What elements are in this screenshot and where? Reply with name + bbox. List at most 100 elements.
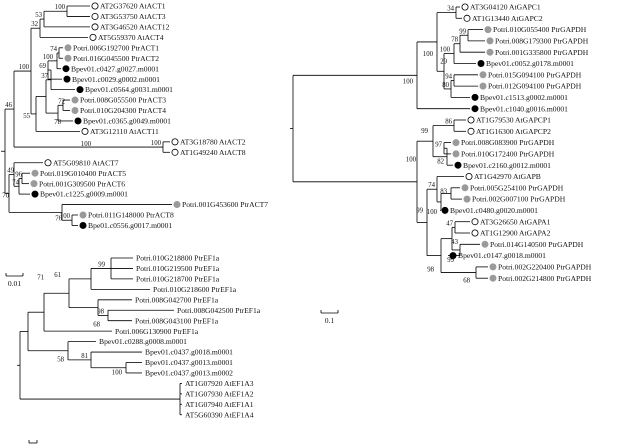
bootstrap-value: 100	[112, 370, 123, 377]
bootstrap-value: 99	[447, 257, 454, 264]
bootstrap-value: 68	[463, 278, 470, 285]
taxon-marker-black	[79, 221, 87, 229]
taxon-label: Potri.010G204300 PtrACT4	[80, 106, 166, 115]
taxon-marker-gray	[484, 26, 492, 34]
taxon-marker-gray	[486, 48, 494, 56]
taxon-marker-gray	[489, 274, 497, 282]
bootstrap-value: 99	[98, 261, 105, 268]
taxon-marker-gray	[479, 82, 487, 90]
taxon-label: Potri.019G010400 PtrACT5	[40, 169, 126, 178]
taxon-label: AT3G12110 AtACT11	[90, 127, 159, 136]
taxon-marker-black	[31, 190, 39, 198]
bootstrap-value: 76	[55, 215, 62, 222]
bootstrap-value: 55	[23, 113, 30, 120]
taxon-marker-open	[461, 3, 469, 11]
taxon-label: Potri.012G094100 PtrGAPDH	[488, 82, 582, 91]
taxon-marker-black	[441, 206, 449, 214]
taxon-marker-open	[463, 14, 471, 22]
taxon-label: AT3G46520 AtACT12	[100, 23, 170, 32]
taxon-marker-gray	[71, 96, 79, 104]
taxon-label: Potri.016G045500 PtrACT2	[73, 54, 159, 63]
taxon-label: Bpev01.c0564.g0031.m0001	[85, 85, 173, 94]
taxon-label: Potri.015G094100 PtrGAPDH	[488, 70, 582, 79]
taxon-marker-black	[449, 252, 457, 260]
bootstrap-value: 100	[423, 51, 434, 58]
bootstrap-value: 100	[151, 140, 162, 147]
taxon-label: Potri.001G309500 PtrACT6	[39, 179, 125, 188]
taxon-label: AT1G07920 AtEF1A3	[185, 379, 254, 388]
taxon-label: Bpev01.c0029.g0002.m0001	[72, 75, 160, 84]
taxon-marker-black	[454, 161, 462, 169]
taxon-label: Potri.010G218800 PtrEF1a	[136, 254, 220, 263]
scale-bar-label: 0.01	[8, 279, 21, 288]
taxon-marker-gray	[479, 71, 487, 79]
taxon-label: Bpev01.c1225.g0009.m0001	[40, 190, 128, 199]
bootstrap-value: 86	[445, 119, 452, 126]
bootstrap-value: 46	[5, 102, 12, 109]
taxon-label: Potri.006G192700 PtrACT1	[73, 43, 159, 52]
taxon-label: AT3G04120 AtGAPC1	[470, 3, 541, 12]
taxon-label: AT1G12900 AtGAPA2	[480, 229, 551, 238]
taxon-label: AT5G59370 AtACT4	[98, 33, 164, 42]
bootstrap-value: 100	[60, 213, 71, 220]
taxon-marker-black	[63, 75, 71, 83]
taxon-label: Potri.008G055500 PtrACT3	[80, 96, 166, 105]
taxon-label: Bpe01.c0556.g0017.m0001	[88, 221, 172, 230]
taxon-marker-open	[91, 23, 99, 31]
taxon-label: Potri.001G453600 PtrACT7	[182, 200, 268, 209]
taxon-label: AT5G60390 AtEF1A4	[185, 410, 254, 419]
taxon-label: AT1G07930 AtEF1A2	[185, 389, 254, 398]
taxon-label: Potri.010G218600 PtrEF1a	[153, 285, 237, 294]
taxon-marker-open	[171, 148, 179, 156]
bootstrap-value: 53	[35, 12, 42, 19]
scale-bar-label: 0.1	[325, 316, 335, 325]
bootstrap-value: 74	[50, 46, 57, 53]
bootstrap-value: 100	[43, 54, 54, 61]
taxon-label: Bpev01.c2160.g0012.m0001	[463, 161, 551, 170]
taxon-label: Potri.008G042500 PtrEF1a	[177, 306, 261, 315]
taxon-marker-black	[471, 105, 479, 113]
bootstrap-value: 70	[2, 192, 9, 199]
taxon-label: AT1G16300 AtGAPCP2	[476, 127, 551, 136]
taxon-marker-black	[471, 93, 479, 101]
taxon-marker-open	[91, 2, 99, 10]
taxon-label: Potri.001G335800 PtrGAPDH	[495, 48, 589, 57]
taxon-marker-open	[471, 229, 479, 237]
taxon-label: Potri.014G140500 PtrGAPDH	[490, 240, 584, 249]
taxon-marker-gray	[173, 201, 181, 209]
scale-bar-label: 0.005	[24, 446, 41, 448]
taxon-marker-gray	[461, 184, 469, 192]
bootstrap-value: 61	[54, 272, 61, 279]
taxon-marker-black	[477, 60, 485, 68]
taxon-label: Bpev01.c0437.g0018.m0001	[145, 348, 233, 357]
taxon-label: AT5G09810 AtACT7	[53, 158, 119, 167]
taxon-marker-open	[81, 127, 89, 135]
taxon-label: Potri.005G254100 PtrGAPDH	[470, 183, 564, 192]
taxon-marker-open	[471, 218, 479, 226]
bootstrap-value: 29	[440, 59, 447, 66]
bootstrap-value: 100	[406, 157, 417, 164]
taxon-marker-gray	[71, 107, 79, 115]
taxon-marker-gray	[481, 240, 489, 248]
taxon-label: Bpev01.c0437.g0013.m0002	[145, 369, 233, 378]
taxon-marker-gray	[64, 44, 72, 52]
taxon-label: AT3G18780 AtACT2	[180, 137, 246, 146]
bootstrap-value: 100	[427, 209, 438, 216]
bootstrap-value: 69	[39, 63, 46, 70]
taxon-label: AT2G37620 AtACT1	[100, 2, 166, 11]
taxon-label: AT1G49240 AtACT8	[180, 148, 246, 157]
taxon-label: Potri.006G130900 PtrEF1a	[115, 327, 199, 336]
taxon-marker-open	[465, 172, 473, 180]
taxon-marker-gray	[486, 37, 494, 45]
bootstrap-value: 74	[428, 182, 435, 189]
bootstrap-value: 100	[81, 141, 92, 148]
bootstrap-value: 80	[442, 82, 449, 89]
taxon-label: Potri.010G172400 PtrGAPDH	[461, 150, 555, 159]
taxon-marker-gray	[30, 180, 38, 188]
taxon-marker-gray	[64, 54, 72, 62]
taxon-marker-open	[89, 33, 97, 41]
taxon-label: Potri.011G148000 PtrACT8	[88, 211, 174, 220]
bootstrap-value: 98	[97, 308, 104, 315]
taxon-label: Bpev01.c1040.g0016.m0001	[480, 104, 568, 113]
